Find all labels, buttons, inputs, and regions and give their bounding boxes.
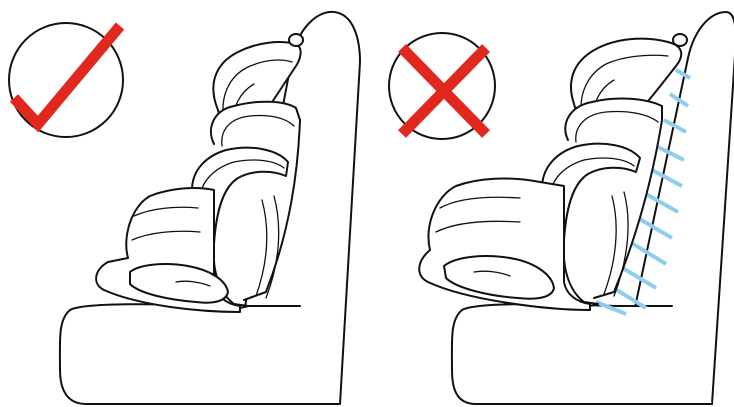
vehicle-seat-cushion [60,304,338,404]
check-mark-badge [9,23,123,137]
child-car-seat [96,34,303,312]
incorrect-installation-panel [389,12,734,404]
cross-mark-badge [389,33,495,139]
correct-installation-panel [9,12,360,404]
vehicle-seat-cushion-2 [452,304,712,404]
check-mark-icon [14,26,120,124]
cross-mark-icon [402,48,486,134]
